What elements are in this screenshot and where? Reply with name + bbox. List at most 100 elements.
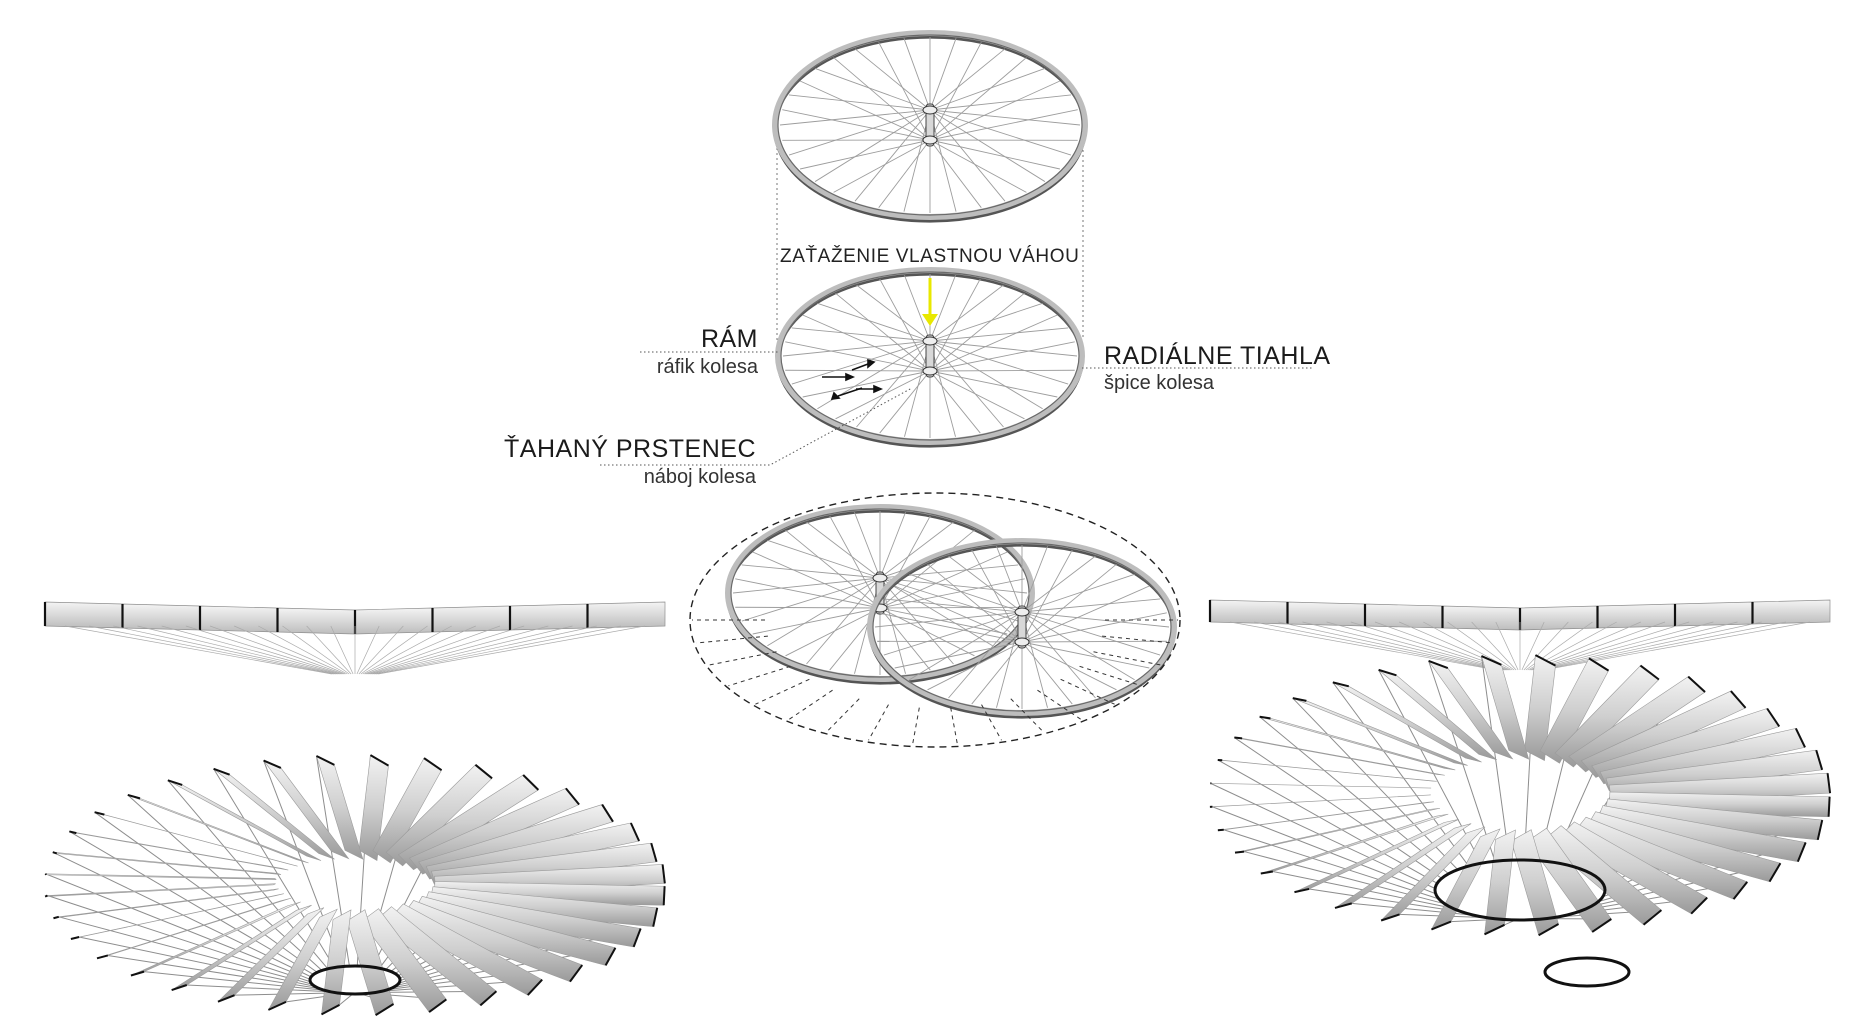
spoke xyxy=(767,577,881,647)
spoke xyxy=(929,109,1081,126)
spoke xyxy=(929,42,982,141)
beam xyxy=(70,893,284,940)
spoke xyxy=(835,370,931,420)
beam xyxy=(1234,737,1445,776)
spoke xyxy=(856,340,931,428)
spoke xyxy=(806,521,881,579)
spoke xyxy=(1021,641,1150,669)
spoke xyxy=(879,521,954,579)
spoke xyxy=(879,515,931,609)
spoke xyxy=(929,139,1027,193)
spoke xyxy=(929,369,1075,372)
spoke xyxy=(833,139,931,193)
beam xyxy=(1209,794,1431,808)
hub xyxy=(925,334,935,378)
cable xyxy=(1212,806,1436,895)
spoke xyxy=(877,640,1023,643)
spoke xyxy=(802,314,931,372)
right-roof-perspective xyxy=(1209,654,1832,988)
cable xyxy=(1292,697,1459,870)
spoke xyxy=(1021,612,1167,643)
spoke xyxy=(752,551,881,609)
cable xyxy=(1217,759,1438,884)
spoke xyxy=(929,109,1078,141)
ring-title: ŤAHANÝ PRSTENEC xyxy=(504,435,756,463)
spoke xyxy=(1021,563,1117,643)
beam xyxy=(52,851,282,875)
spoke xyxy=(829,515,881,609)
rim xyxy=(772,30,1088,220)
slab-segment xyxy=(1674,601,1753,627)
spoke xyxy=(929,340,1004,428)
slab-segment xyxy=(277,607,356,635)
spoke xyxy=(903,38,931,111)
spoke xyxy=(878,42,931,141)
cable xyxy=(58,916,313,985)
spoke xyxy=(785,341,931,372)
spoke xyxy=(788,94,931,111)
spoke xyxy=(1021,611,1170,628)
spoke xyxy=(929,370,1058,398)
slab-segment xyxy=(1597,603,1676,629)
beam xyxy=(1259,716,1456,771)
spoke xyxy=(735,578,881,609)
spoke xyxy=(929,340,1043,410)
spoke xyxy=(785,529,881,609)
spoke xyxy=(879,551,1008,609)
left-roof-elevation xyxy=(43,601,666,675)
spoke xyxy=(879,512,906,579)
spoke xyxy=(879,577,993,647)
spoke xyxy=(929,370,981,434)
rim xyxy=(775,267,1085,445)
spoke xyxy=(879,278,931,372)
spoke xyxy=(1021,641,1117,691)
hub xyxy=(925,103,935,147)
slab-segment xyxy=(122,603,201,631)
spoke xyxy=(929,275,956,342)
spoke xyxy=(856,284,931,342)
frame-title: RÁM xyxy=(700,325,758,353)
slab-segment xyxy=(1752,599,1831,625)
spoke xyxy=(879,607,931,671)
spoke xyxy=(741,577,881,622)
spoke xyxy=(1021,611,1161,656)
spoke xyxy=(1021,641,1073,705)
spoke xyxy=(879,606,1025,609)
spoke xyxy=(929,139,982,208)
spoke xyxy=(879,607,975,657)
spoke xyxy=(879,607,1008,635)
cable xyxy=(1378,669,1482,864)
slab-segment xyxy=(587,601,666,629)
cable xyxy=(1309,888,1463,913)
slab-segment xyxy=(1209,599,1288,625)
hub xyxy=(1017,605,1027,649)
spoke xyxy=(785,369,931,372)
spoke xyxy=(929,340,1078,357)
spoke xyxy=(948,555,1023,613)
spoke xyxy=(874,611,1023,628)
load-arrow xyxy=(922,278,938,326)
spoke xyxy=(1021,573,1135,613)
spokes-title: RADIÁLNE TIAHLA xyxy=(1104,342,1331,370)
spoke xyxy=(767,539,881,579)
cable xyxy=(1480,655,1510,861)
spoke xyxy=(929,284,1004,342)
rim xyxy=(867,538,1177,716)
spoke xyxy=(929,370,1025,420)
spoke xyxy=(929,57,1027,141)
tension-ring-lower xyxy=(1543,956,1631,988)
beam xyxy=(44,873,277,880)
cable xyxy=(47,895,311,983)
spoke xyxy=(817,302,931,342)
spoke xyxy=(741,564,881,579)
spoke xyxy=(854,48,931,111)
beam xyxy=(1210,782,1432,789)
spoke xyxy=(799,80,931,141)
spoke xyxy=(779,109,931,126)
spoke xyxy=(929,314,1058,372)
spoke xyxy=(802,370,931,398)
spoke xyxy=(782,340,931,357)
dashed-expansion-ring xyxy=(689,492,1181,748)
spoke xyxy=(1021,549,1073,643)
